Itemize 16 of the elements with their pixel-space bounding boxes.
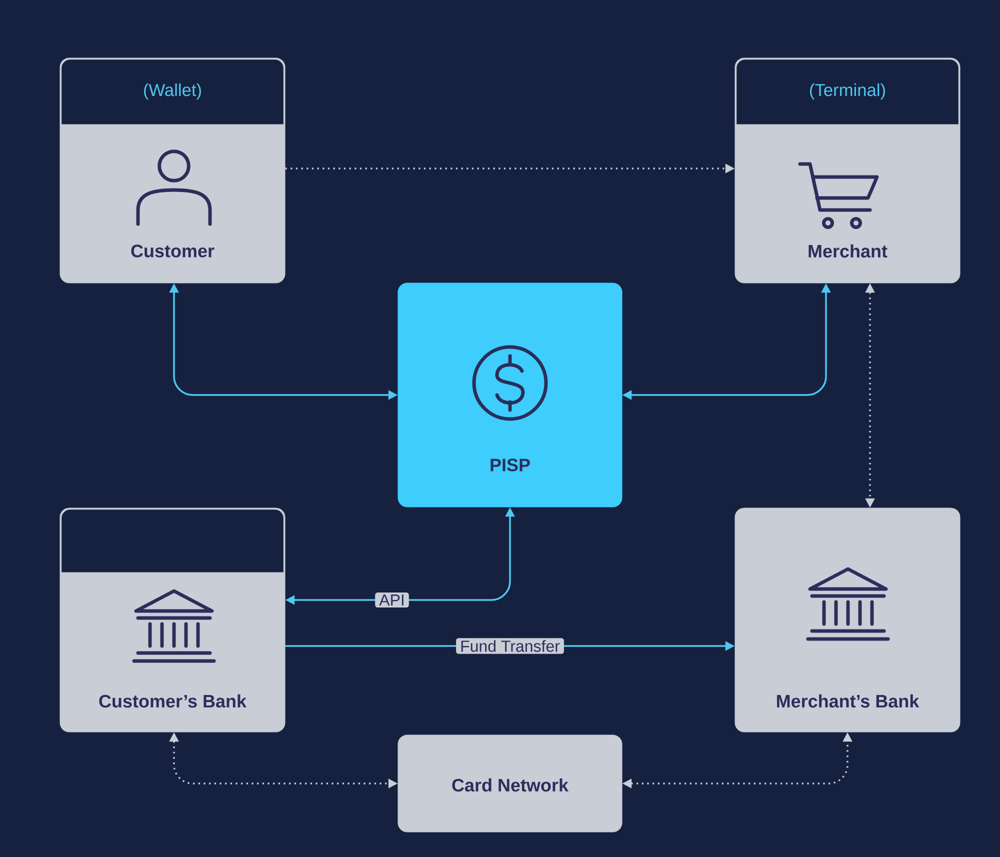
customer-card: [60, 58, 286, 284]
node-label: PISP: [490, 458, 530, 472]
merchant-card: [734, 58, 960, 284]
node-label: Merchant’s Bank: [777, 694, 920, 708]
node-label: Card Network: [452, 778, 569, 792]
edge-label: API: [375, 592, 409, 608]
node-label: Customer: [131, 244, 214, 258]
network-box: [398, 734, 622, 832]
bank-card: [734, 508, 960, 732]
header-label: (Wallet): [144, 83, 201, 100]
edge-label: Fund Transfer: [456, 638, 564, 654]
node-label: Customer’s Bank: [99, 694, 247, 708]
bank-card: [60, 508, 286, 732]
pisp-box: [398, 282, 622, 508]
header-label: (Terminal): [810, 83, 885, 100]
node-label: Merchant: [808, 244, 888, 258]
